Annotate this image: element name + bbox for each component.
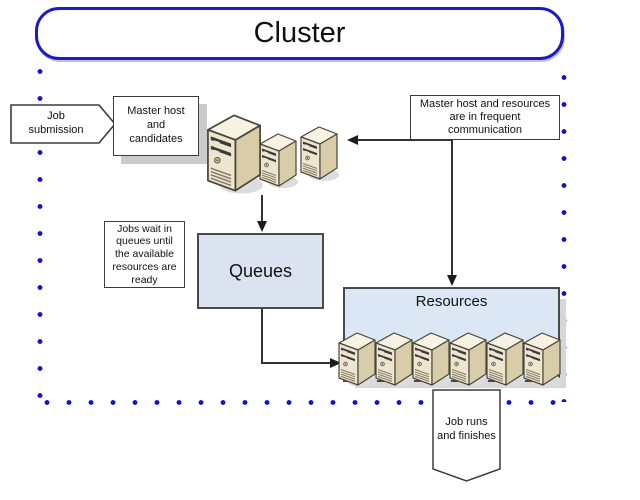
queues-label: Queues: [228, 260, 293, 281]
queues-box: Queues: [197, 233, 324, 309]
job-runs-label: Job runs and finishes: [437, 415, 496, 442]
job-runs-banner-shape: [432, 389, 501, 482]
resources-label: Resources: [415, 293, 488, 310]
master-host-candidates-label: Master host and candidates: [127, 105, 185, 145]
master-host-candidates-box: Master host and candidates: [113, 96, 199, 156]
communication-note-box: Master host and resources are in frequen…: [410, 95, 560, 140]
master-to-queues-arrowhead: [256, 221, 267, 232]
master-server-icon: [202, 111, 266, 195]
comm-to-resources-arrowhead: [446, 275, 457, 286]
queues-to-resources-line-vertical: [261, 309, 263, 364]
communication-note-label: Master host and resources are in frequen…: [419, 97, 551, 137]
master-server-icon: [297, 124, 341, 182]
cluster-boundary-right-dots: [560, 64, 568, 402]
resource-server-icon: [411, 330, 451, 388]
resource-server-icon: [522, 330, 562, 388]
comm-to-master-arrowhead: [347, 134, 358, 145]
resource-server-icon: [374, 330, 414, 388]
cluster-boundary-bottom-dots: [36, 398, 572, 407]
comm-to-resources-line: [451, 138, 453, 277]
resource-server-icon: [448, 330, 488, 388]
jobs-wait-note-label: Jobs wait in queues until the available …: [112, 222, 177, 286]
comm-to-master-line: [355, 139, 452, 141]
queues-to-resources-arrowhead: [330, 357, 341, 368]
queues-to-resources-line-horizontal: [261, 362, 332, 364]
cluster-title-box: Cluster: [35, 7, 564, 60]
cluster-title: Cluster: [253, 17, 346, 49]
resource-server-icon: [485, 330, 525, 388]
master-to-queues-line: [261, 195, 263, 222]
resource-server-icon: [337, 330, 377, 388]
cluster-boundary-left-dots: [36, 58, 44, 400]
jobs-wait-note-box: Jobs wait in queues until the available …: [104, 221, 185, 288]
job-submission-shape: [10, 104, 117, 144]
job-submission-label: Job submission: [28, 110, 84, 136]
